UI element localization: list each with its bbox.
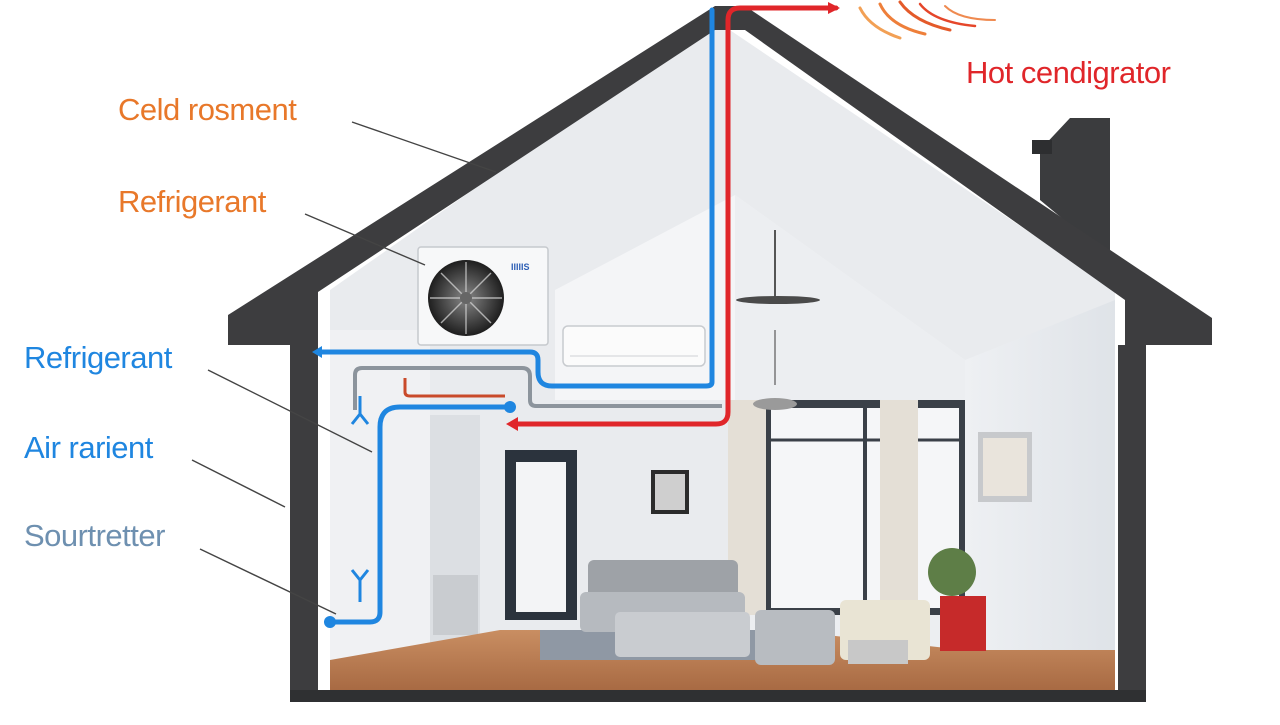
curtain-right [880,400,918,615]
potted-plant [928,548,976,596]
label-refrigerant-left: Refrigerant [24,340,172,375]
condenser-brand-label: IIIIIS [511,262,530,272]
chimney [1040,118,1110,258]
label-refrigerant-top: Refrigerant [118,184,266,219]
right-wall-picture-inner [983,438,1027,496]
armchair [755,610,835,665]
floor-device [848,640,908,664]
doorway-glass [516,462,566,612]
kitchen-cabinet [433,575,478,635]
sofa-back [588,560,738,600]
right-exterior-wall [1118,345,1146,700]
indoor-ac-unit [562,325,706,367]
right-wall [965,300,1115,690]
cold-valve-icon-upper [350,396,370,425]
hot-line-arrow-icon [506,417,518,431]
hot-refrigerant-line [515,5,839,427]
hot-line-arrow-top-icon [828,2,840,14]
label-hot-condensor: Hot cendigrator [966,55,1171,90]
label-source: Sourtretter [24,518,165,553]
red-cabinet [940,596,986,651]
leader-line-refrigerant-top [304,213,426,266]
wall-picture-inner [655,474,685,510]
label-air: Air rarient [24,430,153,465]
ceiling-fan [736,296,820,304]
heat-wave-icon [858,0,996,40]
cold-line-arrow-icon [312,346,322,358]
leader-line-source [199,548,337,615]
leader-line-cold [351,121,497,173]
label-cold-room: Celd rosment [118,92,297,127]
foundation [290,690,1146,702]
cold-valve-icon [350,569,370,602]
grey-connection-pipe [353,366,722,410]
cold-return-line [327,404,513,625]
cold-refrigerant-line [319,7,715,389]
leader-line-refrigerant-left [207,369,373,453]
pendant-light [753,398,797,410]
left-exterior-wall [290,345,318,700]
leader-line-air [191,459,286,508]
sofa-front [615,612,750,657]
